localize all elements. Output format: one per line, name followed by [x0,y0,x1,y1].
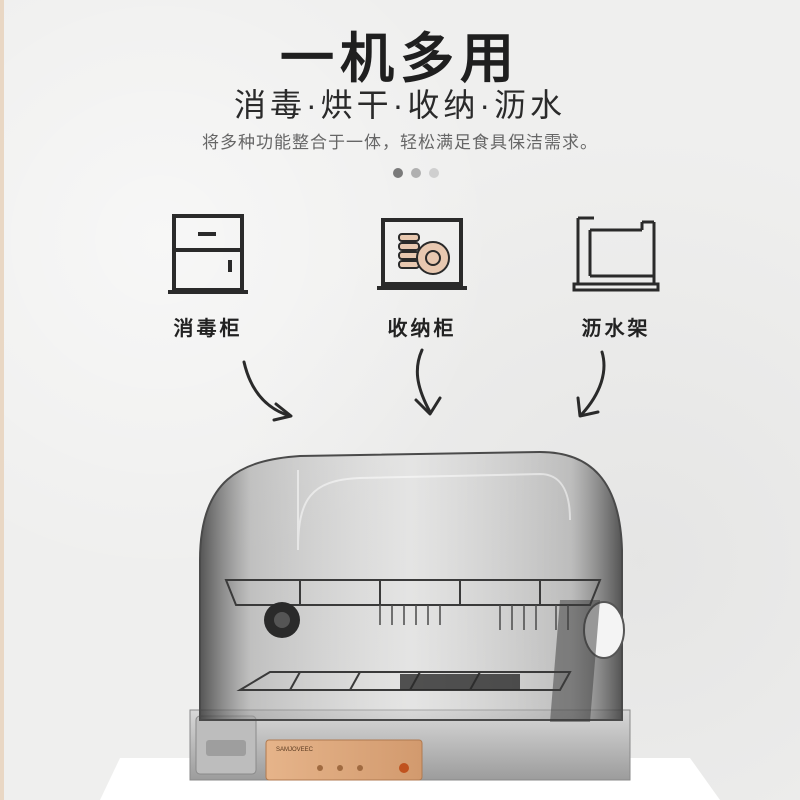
page-description: 将多种功能整合于一体，轻松满足食具保洁需求。 [202,133,598,152]
arrow-down-right-icon [242,360,293,422]
pagination-dot-3[interactable] [429,168,439,178]
feature-drain-rack: 沥水架 [546,212,686,341]
feature-label: 消毒柜 [173,318,243,340]
carousel-pagination [393,168,439,178]
pagination-dot-1[interactable] [393,168,403,178]
page-title: 一机多用 [280,29,520,89]
feature-disinfection-cabinet: 消毒柜 [138,212,278,341]
left-edge-strip [0,0,4,800]
brand-label: SAMJOVEEC [276,747,314,753]
pagination-dot-2[interactable] [411,168,421,178]
power-button-icon [399,763,409,773]
arrow-down-left-icon [576,350,606,418]
feature-storage-cabinet: 收纳柜 [352,212,492,341]
arrow-down-icon [414,348,442,416]
drain-rack-icon [572,216,660,292]
dish-dryer-product-image: SAMJOVEEC [100,450,720,800]
cabinet-icon [168,214,248,294]
dish-storage-icon [377,218,467,290]
feature-label: 收纳柜 [387,318,457,340]
feature-label: 沥水架 [581,318,651,340]
page-subtitle: 消毒·烘干·收纳·沥水 [234,87,566,123]
